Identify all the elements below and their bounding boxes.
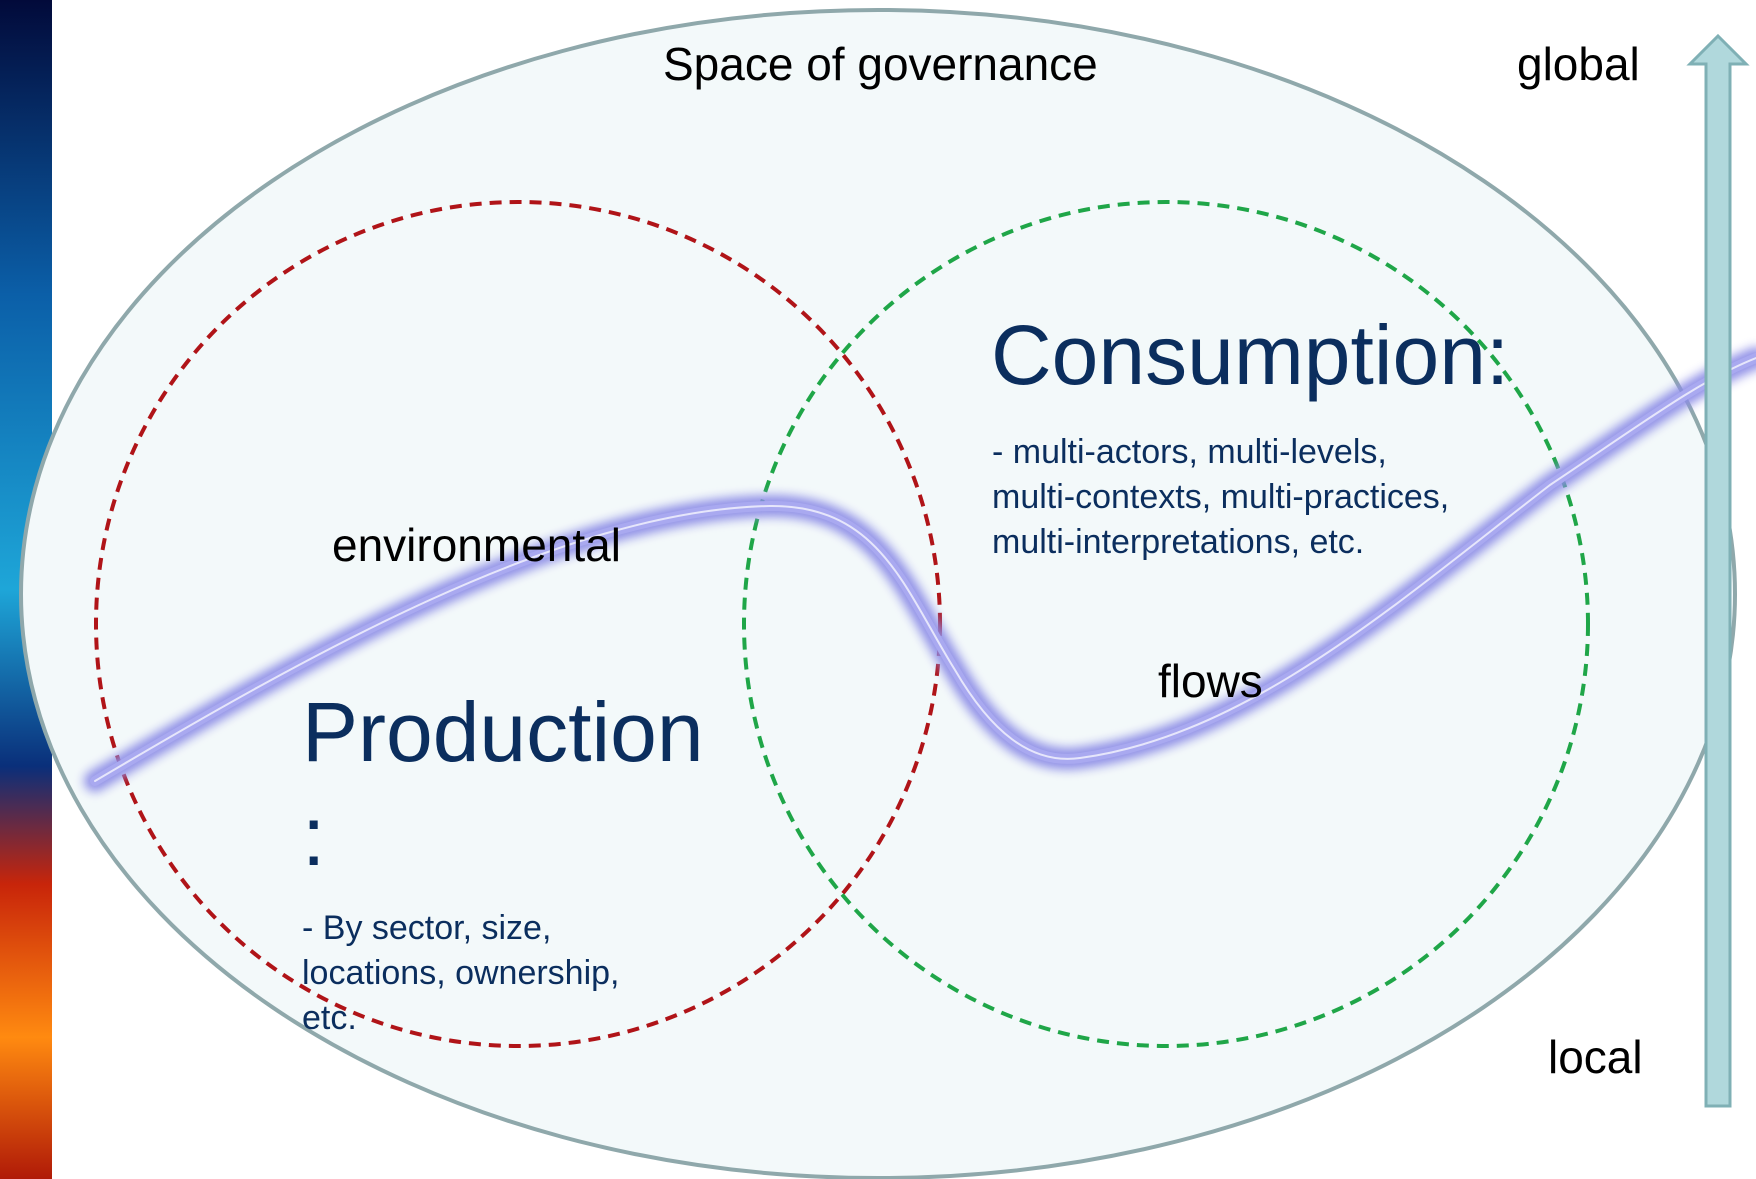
consumption-note-line: - multi-actors, multi-levels, — [992, 433, 1387, 471]
global-local-scale-arrow — [1686, 33, 1750, 1108]
local-scale-label: local — [1548, 1031, 1643, 1083]
environmental-label: environmental — [332, 519, 621, 571]
production-heading-colon: : — [302, 789, 326, 883]
global-scale-label: global — [1517, 38, 1640, 90]
consumption-circle — [742, 200, 1590, 1048]
space-of-governance-title: Space of governance — [663, 38, 1098, 90]
production-note-line: locations, ownership, — [302, 954, 620, 992]
production-note-line: etc. — [302, 999, 357, 1037]
consumption-note-line: multi-interpretations, etc. — [992, 523, 1365, 561]
environmental-flow-curve — [84, 347, 1756, 792]
production-notes: - By sector, size, locations, ownership,… — [302, 906, 620, 1041]
production-heading: Production : — [302, 680, 704, 888]
production-heading-word: Production — [302, 685, 704, 779]
consumption-note-line: multi-contexts, multi-practices, — [992, 478, 1450, 516]
consumption-heading: Consumption: — [991, 308, 1510, 402]
flows-label: flows — [1158, 655, 1263, 707]
production-note-line: - By sector, size, — [302, 909, 552, 947]
space-of-governance-ellipse — [19, 8, 1737, 1179]
consumption-notes: - multi-actors, multi-levels, multi-cont… — [992, 430, 1449, 565]
